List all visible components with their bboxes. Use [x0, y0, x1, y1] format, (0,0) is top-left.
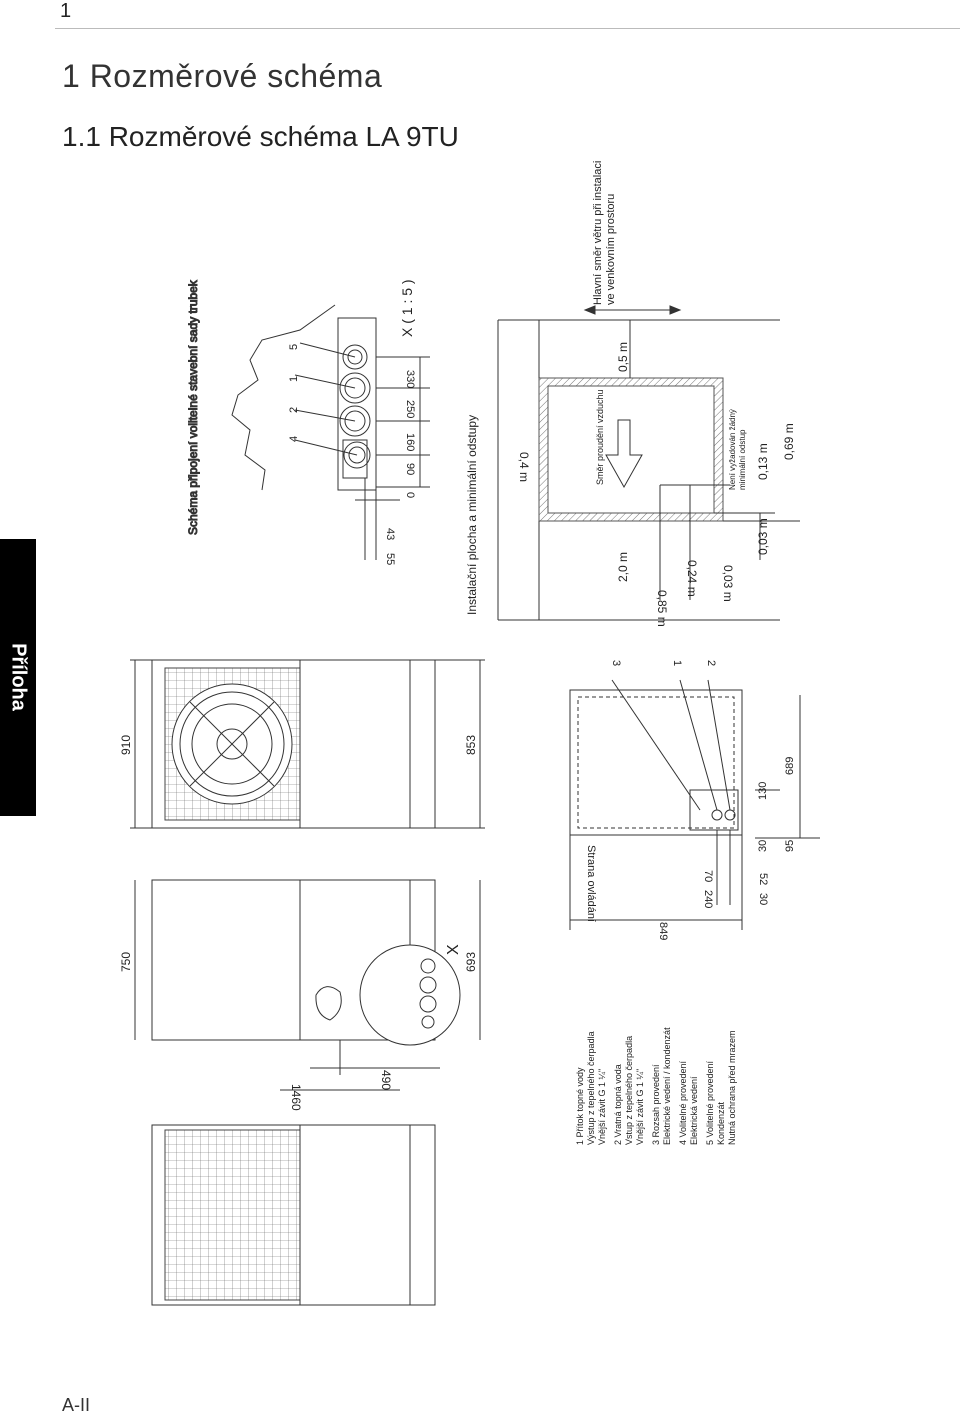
- legend-line: Vnější závit G 1 ¼": [635, 1069, 645, 1145]
- pipe-num-2: 2: [288, 407, 300, 413]
- scale-label: X ( 1 : 5 ): [399, 279, 415, 337]
- dim-90: 90: [404, 463, 416, 475]
- dim-0-85m: 0,85 m: [655, 590, 669, 627]
- rear-view: X 750 693 490: [119, 879, 481, 1090]
- dim-689: 689: [784, 757, 796, 775]
- dim-0-03m-a: 0,03 m: [721, 565, 735, 602]
- control-side-label: Strana ovládání: [585, 845, 597, 922]
- dim-250: 250: [404, 400, 416, 418]
- wind-line-1: Hlavní směr větru při instalaci: [592, 161, 604, 305]
- no-gap-line-2: minimální odstup: [738, 429, 747, 490]
- pipe-detail-title: Schéma připojení volitelné stavební sady…: [186, 279, 200, 535]
- install-area-title: Instalační plocha a minimální odstupy: [465, 415, 479, 615]
- pipe-4-icon: [343, 441, 371, 469]
- page-number: 1: [60, 0, 72, 22]
- legend-line: Výstup z tepelného čerpadla: [586, 1031, 596, 1145]
- side-view: 3 1 2 Strana ovládání 849 240 70 30 52 3…: [569, 660, 820, 940]
- side-view-body: [569, 689, 743, 836]
- legend-line: Nutná ochrana před mrazem: [727, 1030, 737, 1145]
- airflow-arrow-icon: [605, 419, 643, 489]
- wind-line-2: ve venkovním prostoru: [605, 194, 617, 305]
- page-heading: 1 Rozměrové schéma: [62, 58, 383, 94]
- dim-849: 849: [657, 922, 669, 940]
- legend-line: 5 Volitelné provedení: [705, 1060, 715, 1145]
- dim-130: 130: [757, 782, 769, 800]
- bottom-grille: [164, 1129, 301, 1301]
- airflow-label: Směr proudění vzduchu: [595, 389, 605, 485]
- dim-240: 240: [702, 890, 714, 908]
- legend-line: 1 Přítok topné vody: [575, 1067, 585, 1145]
- connection-1-icon: [711, 809, 723, 821]
- legend-line: Elektrická vedení: [689, 1076, 699, 1145]
- callout-1: 1: [671, 660, 683, 666]
- legend-line: Vnější závit G 1 ¼": [597, 1069, 607, 1145]
- pipe-detail: Schéma připojení volitelné stavební sady…: [186, 279, 430, 565]
- dim-0-5m: 0,5 m: [616, 342, 630, 372]
- dim-95: 95: [784, 840, 796, 852]
- dim-0-03m-b: 0,03 m: [756, 518, 770, 555]
- header-rule: [55, 28, 960, 29]
- dim-0: 0: [404, 492, 416, 498]
- pipe-num-5: 5: [288, 344, 300, 350]
- legend-line: 2 Vratná topná voda: [613, 1064, 623, 1145]
- pipe-5-icon: [342, 344, 368, 370]
- dim-0-13m: 0,13 m: [756, 443, 770, 480]
- dim-2-0m: 2,0 m: [616, 552, 630, 582]
- no-gap-line-1: Není vyžadován žádný: [728, 409, 737, 490]
- legend-line: Kondenzát: [716, 1101, 726, 1145]
- bottom-view: 1460: [151, 1084, 436, 1306]
- legend-line: 4 Volitelné provedení: [678, 1060, 688, 1145]
- dim-52: 52: [757, 873, 769, 885]
- dim-0-24m: 0,24 m: [685, 560, 699, 597]
- handle-icon: [315, 986, 342, 1021]
- dim-55: 55: [384, 553, 396, 565]
- detail-x-circle: [359, 944, 461, 1046]
- legend: 1 Přítok topné vody Výstup z tepelného č…: [575, 1027, 737, 1145]
- detail-x-label: X: [445, 944, 462, 955]
- pipe-num-1: 1: [288, 376, 300, 382]
- front-view: 910 853: [119, 659, 485, 829]
- dim-0-69m: 0,69 m: [782, 423, 796, 460]
- dim-693: 693: [464, 952, 478, 972]
- break-line: [231, 304, 336, 491]
- dim-490: 490: [379, 1070, 393, 1090]
- section-heading: 1.1 Rozměrové schéma LA 9TU: [62, 121, 459, 152]
- dim-1460: 1460: [289, 1084, 303, 1111]
- legend-line: 3 Rozsah provedení: [651, 1064, 661, 1145]
- dim-853: 853: [464, 735, 478, 755]
- dim-750: 750: [119, 952, 133, 972]
- dim-910: 910: [119, 735, 133, 755]
- install-area: Instalační plocha a minimální odstupy Sm…: [465, 161, 800, 627]
- callout-2: 2: [705, 660, 717, 666]
- pipe-panel: [337, 317, 377, 491]
- dim-30-a: 30: [757, 893, 769, 905]
- dim-30-b: 30: [757, 840, 769, 852]
- dim-330: 330: [404, 370, 416, 388]
- pipe-num-4: 4: [288, 436, 300, 442]
- callout-3: 3: [610, 660, 622, 666]
- legend-line: Elektrické vedení / kondenzát: [662, 1027, 672, 1145]
- dim-43: 43: [384, 528, 396, 540]
- bottom-view-body: [151, 1124, 436, 1306]
- side-tab: Příloha: [0, 539, 36, 816]
- dim-160: 160: [404, 433, 416, 451]
- footer-page-id: A-II: [62, 1395, 91, 1415]
- pipe-1-icon: [339, 372, 371, 404]
- pipe-2-icon: [339, 405, 371, 437]
- front-view-body: [151, 659, 436, 829]
- dim-0-4m: 0,4 m: [517, 452, 531, 482]
- legend-line: Vstup z tepelného čerpadla: [624, 1036, 634, 1145]
- dim-70: 70: [702, 870, 714, 882]
